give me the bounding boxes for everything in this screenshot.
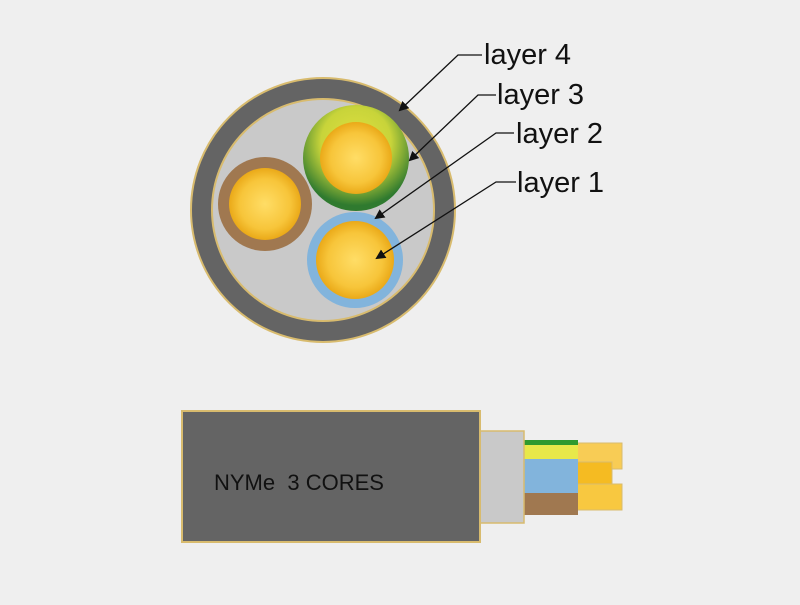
side-outer-sheath	[181, 410, 481, 543]
leader-layer-2	[374, 132, 514, 220]
side-insulation-brown	[524, 493, 578, 515]
label-layer-2: layer 2	[516, 118, 603, 150]
side-view: NYMe 3 CORES	[181, 410, 623, 543]
side-copper-bottom	[575, 483, 623, 511]
side-insulation-blue	[524, 459, 578, 493]
core-brown	[218, 157, 312, 251]
leader-layer-3	[408, 94, 496, 162]
leader-lines	[374, 54, 516, 260]
side-insulation-green	[524, 440, 578, 445]
label-layer-1: layer 1	[517, 167, 604, 199]
label-layer-4: layer 4	[484, 39, 571, 71]
layer-labels: layer 4 layer 3 layer 2 layer 1	[484, 39, 604, 199]
label-layer-3: layer 3	[497, 79, 584, 111]
cable-type-label: NYMe 3 CORES	[214, 470, 384, 495]
core-green-yellow	[303, 105, 409, 211]
side-filler	[479, 430, 525, 524]
leader-layer-4	[398, 54, 482, 112]
core-blue	[307, 212, 403, 308]
cross-section	[190, 77, 456, 343]
side-insulation-yellow	[524, 445, 578, 459]
leader-layer-1	[375, 181, 516, 260]
